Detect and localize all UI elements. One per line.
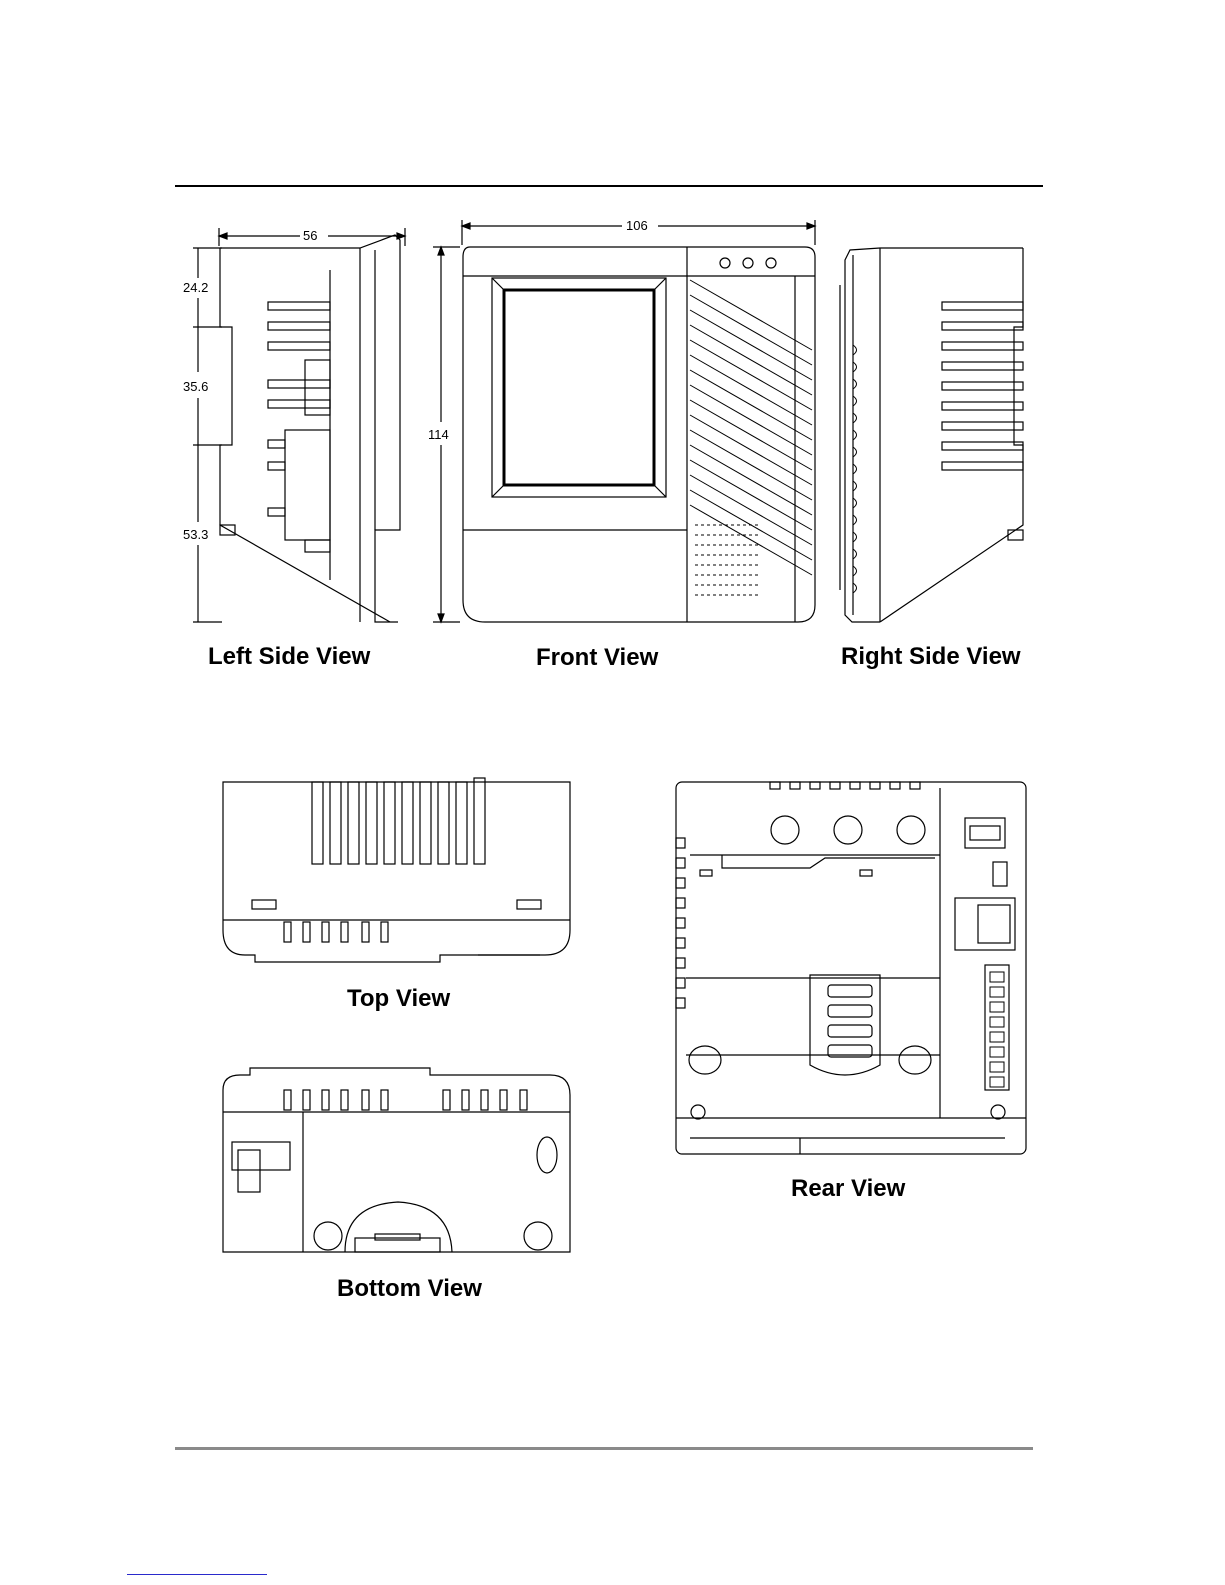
bottom-view-drawing — [223, 1068, 570, 1252]
caption-top-view: Top View — [347, 985, 450, 1013]
footer-link-underline[interactable] — [127, 1574, 267, 1575]
front-view-drawing: 106 114 — [428, 218, 815, 622]
dim-24-2: 24.2 — [183, 280, 208, 295]
dim-56: 56 — [303, 228, 317, 243]
caption-front-view: Front View — [536, 644, 658, 672]
caption-right-side-view: Right Side View — [841, 643, 1021, 671]
rear-view-drawing — [676, 782, 1026, 1154]
caption-left-side-view: Left Side View — [208, 643, 370, 671]
dim-53-3: 53.3 — [183, 527, 208, 542]
dim-114: 114 — [428, 427, 449, 442]
right-side-view-drawing — [840, 248, 1023, 622]
bottom-rule — [175, 1447, 1033, 1450]
dim-106: 106 — [626, 218, 648, 233]
left-side-view-drawing: 56 24.2 35.6 53.3 — [183, 228, 405, 622]
top-view-drawing — [223, 778, 570, 962]
caption-bottom-view: Bottom View — [337, 1275, 482, 1303]
caption-rear-view: Rear View — [791, 1175, 905, 1203]
dim-35-6: 35.6 — [183, 379, 208, 394]
